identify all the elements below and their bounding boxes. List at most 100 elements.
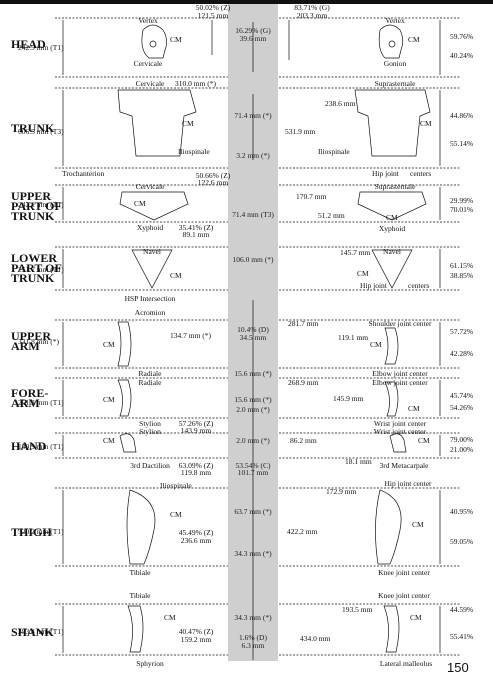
thigh-side-top: 40.95% — [450, 508, 473, 516]
forearm-side-bottom: 54.26% — [450, 404, 473, 412]
hand-mm-a: 86.2 mm — [290, 437, 317, 445]
thigh-cm-right: CM — [412, 521, 424, 529]
hand-wrist: Wrist joint center — [374, 428, 426, 436]
shank-side-top: 44.59% — [450, 606, 473, 614]
head-cm-left: CM — [170, 36, 182, 44]
upper-arm-elbow: Elbow joint center — [372, 370, 427, 378]
trunk-cervicale: Cervicale — [136, 80, 165, 88]
thigh-band-a: 63.7 mm (*) — [234, 508, 271, 516]
trunk-right-mm-a: 238.6 mm — [325, 100, 355, 108]
upper-trunk-mm-a: 170.7 mm — [296, 193, 326, 201]
shank-cm-left: CM — [164, 614, 176, 622]
hand-dactilion: 3rd Dactilion — [130, 462, 170, 470]
forearm-length: 251.3 mm (T1) — [18, 399, 64, 407]
forearm-elbow: Elbow joint center — [372, 379, 427, 387]
upper-trunk-suprasternale: Suprasternale — [375, 183, 416, 191]
thigh-pct-mm: 236.6 mm — [181, 537, 211, 545]
upper-arm-mm-a: 281.7 mm — [288, 320, 318, 328]
hand-cm-right: CM — [418, 437, 430, 445]
hand-stylion: Stylion — [139, 428, 161, 436]
lower-trunk-navel: Navel — [143, 248, 161, 256]
upper-arm-band-b: 15.6 mm (*) — [234, 370, 271, 378]
shank-length: 393.4 mm (T1) — [18, 628, 64, 636]
upper-trunk-side-bottom: 70.01% — [450, 206, 473, 214]
lower-trunk-side-bottom: 38.85% — [450, 272, 473, 280]
upper-arm-band-a-mm: 34.5 mm — [240, 334, 267, 342]
head-side-bottom: 40.24% — [450, 52, 473, 60]
trunk-length: 606.5 mm (T3) — [18, 128, 64, 136]
trunk-cervicale-mm: 310.0 mm (*) — [175, 80, 216, 88]
trunk-band-b: 3.2 mm (*) — [236, 152, 270, 160]
head-cm-right: CM — [408, 36, 420, 44]
upper-trunk-pct-b-mm: 89.1 mm — [183, 231, 210, 239]
upper-trunk-right-xyphoid: Xyphoid — [379, 225, 405, 233]
shank-mm-b: 434.0 mm — [300, 635, 330, 643]
shank-side-bottom: 55.41% — [450, 633, 473, 641]
thigh-knee-joint: Knee joint center — [378, 569, 430, 577]
upper-trunk-pct-mm: 122.6 mm — [198, 179, 228, 187]
thigh-cm-left: CM — [170, 511, 182, 519]
lower-trunk-cm-right: CM — [357, 270, 369, 278]
lower-trunk-mm-a: 145.7 mm — [340, 249, 370, 257]
head-right-mm: 203.3 mm — [297, 12, 327, 20]
upper-arm-cm-right: CM — [370, 341, 382, 349]
head-cervicale: Cervicale — [134, 60, 163, 68]
head-pct-mm: 121.5 mm — [198, 12, 228, 20]
upper-arm-radiale: Radiale — [139, 370, 162, 378]
upper-trunk-cervicale: Cervicale — [136, 183, 165, 191]
forearm-band-b: 2.0 mm (*) — [236, 406, 270, 414]
shank-band-b-mm: 6.3 mm — [242, 642, 265, 650]
upper-arm-length: 331.8 mm (*) — [18, 338, 59, 346]
shank-knee: Knee joint center — [378, 592, 430, 600]
shank-malleolus: Lateral malleolus — [380, 660, 432, 668]
thigh-iliospinale: Iliospinale — [160, 482, 192, 490]
lower-trunk-length: 251.7 mm (T1) — [18, 266, 64, 274]
upper-arm-shoulder: Shoulder joint center — [369, 320, 432, 328]
hand-pct-mm: 119.8 mm — [181, 469, 211, 477]
head-band-mm: 39.6 mm — [240, 35, 267, 43]
trunk-centers: centers — [410, 170, 431, 178]
forearm-mm-a: 268.9 mm — [288, 379, 318, 387]
trunk-hip-joint: Hip joint — [372, 170, 399, 178]
thigh-side-bottom: 59.05% — [450, 538, 473, 546]
upper-trunk-side-top: 29.99% — [450, 197, 473, 205]
shank-sphyrion: Sphyrion — [136, 660, 164, 668]
lower-trunk-centers: centers — [408, 282, 429, 290]
upper-trunk-xyphoid: Xyphoid — [137, 224, 163, 232]
trunk-side-top: 44.86% — [450, 112, 473, 120]
lower-trunk-band-a: 106.0 mm (*) — [232, 256, 273, 264]
hand-side-bottom: 21.00% — [450, 446, 473, 454]
hand-side-top: 79.00% — [450, 436, 473, 444]
upper-trunk-length: 242.1 mm (T1) — [18, 201, 64, 209]
forearm-band-a: 15.6 mm (*) — [234, 396, 271, 404]
head-right-vertex: Vertex — [385, 17, 405, 25]
upper-arm-mm-b: 119.1 mm — [338, 334, 368, 342]
hand-metacarpale: 3rd Metacarpale — [380, 462, 429, 470]
trunk-cm-left: CM — [182, 120, 194, 128]
trunk-suprasternale: Suprasternale — [375, 80, 416, 88]
upper-trunk-mm-b: 51.2 mm — [318, 212, 345, 220]
trunk-cm-right: CM — [420, 120, 432, 128]
trunk-trochanterion: Trochanterion — [62, 170, 104, 178]
page-number: 150 — [447, 660, 469, 675]
forearm-cm-right: CM — [408, 405, 420, 413]
shank-pct-mm: 159.2 mm — [181, 636, 211, 644]
forearm-cm-left: CM — [103, 396, 115, 404]
upper-trunk-cm-left: CM — [134, 200, 146, 208]
shank-band-a: 34.3 mm (*) — [234, 614, 271, 622]
upper-arm-side-top: 57.72% — [450, 328, 473, 336]
thigh-tibiale: Tibiale — [130, 569, 151, 577]
trunk-side-bottom: 55.14% — [450, 140, 473, 148]
shank-cm-right: CM — [410, 614, 422, 622]
thigh-length: 520.2 mm (T1) — [18, 528, 64, 536]
upper-arm-cm-left: CM — [103, 341, 115, 349]
thigh-mm-a: 172.9 mm — [326, 488, 356, 496]
upper-arm-mm: 134.7 mm (*) — [170, 332, 211, 340]
thigh-band-b: 34.3 mm (*) — [234, 550, 271, 558]
hand-band-a: 2.0 mm (*) — [236, 437, 270, 445]
forearm-pct-mm: 143.9 mm — [181, 427, 211, 435]
shank-tibiale: Tibiale — [130, 592, 151, 600]
segment-name-upper-trunk-3: TRUNK — [11, 210, 54, 222]
upper-arm-side-bottom: 42.28% — [450, 350, 473, 358]
